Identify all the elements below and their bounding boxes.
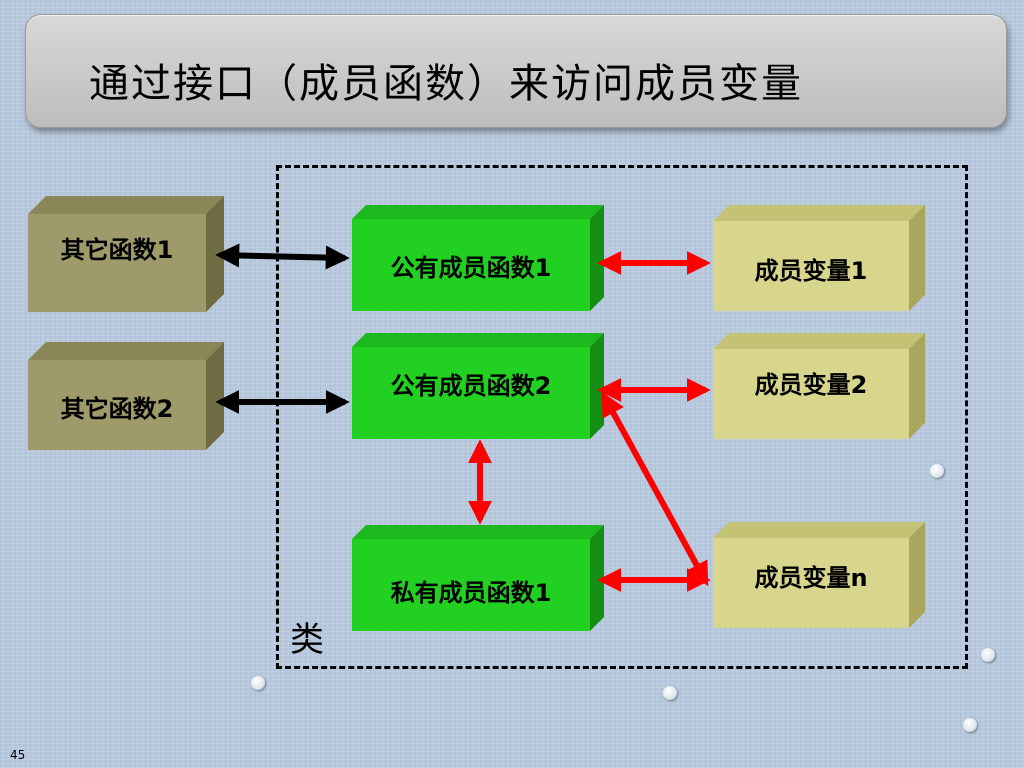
arrow-public2-varn bbox=[601, 391, 709, 587]
class-boundary-frame bbox=[276, 165, 968, 669]
page-number: 45 bbox=[10, 748, 26, 762]
private-function-1-label: 私有成员函数1 bbox=[390, 578, 552, 607]
decorative-dot bbox=[981, 648, 995, 662]
member-variable-2-box: 成员变量2 bbox=[713, 333, 925, 439]
class-label: 类 bbox=[290, 620, 324, 660]
decorative-dot bbox=[251, 676, 265, 690]
decorative-dot bbox=[930, 464, 944, 478]
public-function-1-label: 公有成员函数1 bbox=[390, 253, 552, 282]
other-function-2-box: 其它函数2 bbox=[28, 342, 224, 450]
public-function-1-box: 公有成员函数1 bbox=[352, 205, 604, 311]
private-function-1-box: 私有成员函数1 bbox=[352, 525, 604, 631]
title-bar: 通过接口（成员函数）来访问成员变量 bbox=[25, 14, 1007, 128]
public-function-2-label: 公有成员函数2 bbox=[390, 371, 552, 400]
other-function-1-label: 其它函数1 bbox=[60, 235, 174, 264]
decorative-dot bbox=[963, 718, 977, 732]
member-variable-1-box: 成员变量1 bbox=[713, 205, 925, 311]
other-function-2-label: 其它函数2 bbox=[60, 394, 174, 423]
member-variable-1-label: 成员变量1 bbox=[754, 256, 868, 285]
other-function-1-box: 其它函数1 bbox=[28, 196, 224, 312]
arrow-other1-public1 bbox=[215, 243, 350, 270]
member-variable-n-label: 成员变量n bbox=[754, 563, 868, 592]
member-variable-2-label: 成员变量2 bbox=[754, 370, 868, 399]
member-variable-n-box: 成员变量n bbox=[713, 522, 925, 628]
slide-title: 通过接口（成员函数）来访问成员变量 bbox=[89, 61, 803, 107]
decorative-dot bbox=[663, 686, 677, 700]
public-function-2-box: 公有成员函数2 bbox=[352, 333, 604, 439]
